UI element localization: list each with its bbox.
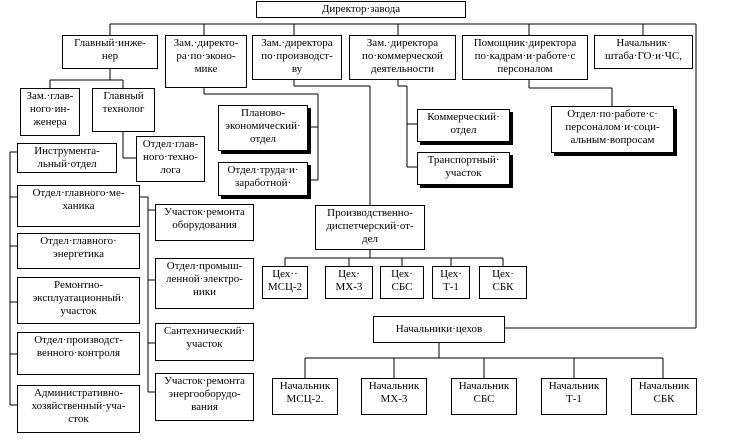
- box-assistant-personnel: Помощник·директора по·кадрам·и·работе·с …: [462, 35, 588, 80]
- box-deputy-commercial: Зам.·директора по·коммерческой деятельно…: [349, 35, 456, 80]
- box-labor-wages: Отдел·труда·и· заработной·: [218, 162, 308, 196]
- box-chief-mechanic-dept: Отдел·главного·ме- ханика: [17, 185, 140, 227]
- box-chief-t1: Начальник Т-1: [541, 378, 607, 415]
- box-repair-operation: Ремонтно- эксплуатационный· участок: [17, 277, 140, 324]
- box-deputy-economics: Зам.·директо- ра·по·эконо- мике: [165, 35, 247, 88]
- box-chief-technologist-dept: Отдел·глав- ного·техно- лога: [136, 136, 205, 182]
- box-chief-mx3: Начальник МХ-3: [361, 378, 427, 415]
- box-civil-defense-chief: Начальник· штаба·ГО·и·ЧС,: [594, 35, 693, 69]
- box-chief-technologist: Главный технолог: [92, 88, 155, 132]
- box-personnel-social: Отдел·по·работе·с· персоналом·и·соци- ал…: [551, 106, 674, 153]
- box-commercial-dept: Коммерческий· отдел: [417, 109, 510, 142]
- box-transport-section: Транспортный· участок: [417, 152, 510, 185]
- box-deputy-chief-engineer: Зам.·глав- ного·ин- женера: [20, 88, 80, 136]
- box-admin-section: Административно- хозяйственный·уча- сток: [17, 385, 140, 433]
- box-quality-control: Отдел·производст- венного·контроля: [17, 332, 140, 375]
- box-equipment-repair: Участок·ремонта оборудования: [155, 204, 254, 241]
- box-chief-sbk: Начальник СБК: [631, 378, 697, 415]
- box-plumbing: Сантехнический· участок: [155, 323, 254, 361]
- box-shop-mx3: Цех· МХ-3: [325, 266, 373, 299]
- box-shop-t1: Цех· Т-1: [432, 266, 470, 299]
- box-shop-msc2: Цех·· МСЦ-2: [262, 266, 308, 299]
- box-shop-sbs: Цех· СБС: [380, 266, 424, 299]
- box-chief-sbs: Начальник СБС: [451, 378, 517, 415]
- box-shop-sbk: Цех· СБК: [479, 266, 527, 299]
- box-chief-msc2: Начальник МСЦ-2.: [272, 378, 338, 415]
- box-industrial-electronics-dept: Отдел·промыш- ленной·электро- ники: [155, 258, 254, 309]
- box-power-equipment-repair: Участок·ремонта энергооборудо- вания: [155, 373, 254, 421]
- box-tool-dept: Инструмента- льный·отдел: [17, 143, 117, 173]
- box-planning-economic: Планово- экономический· отдел: [218, 105, 308, 151]
- box-director: Директор·завода: [256, 1, 466, 18]
- box-deputy-production: Зам.·директора по·производст- ву: [252, 35, 342, 80]
- box-chief-engineer: Главный·инже- нер: [62, 35, 158, 69]
- box-chief-power-dept: Отдел·главного· энергетика: [17, 233, 140, 269]
- box-production-dispatch: Производственно- диспетчерский·от- дел: [315, 205, 425, 250]
- box-shop-chiefs: Начальники·цехов: [373, 316, 505, 343]
